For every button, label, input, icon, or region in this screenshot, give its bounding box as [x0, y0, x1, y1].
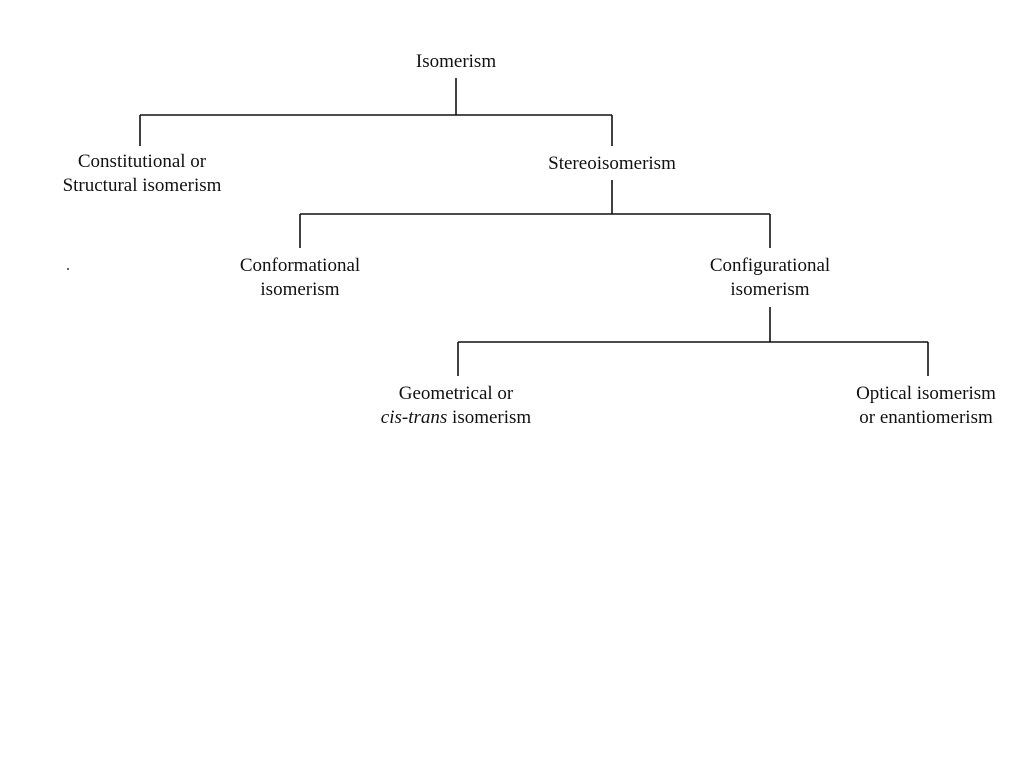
- node-optical-isomerism: Optical isomerism or enantiomerism: [856, 382, 996, 430]
- node-stereoisomerism-label: Stereoisomerism: [548, 153, 676, 174]
- node-isomerism: Isomerism: [416, 50, 496, 74]
- node-conformational-line1: Conformational: [239, 255, 361, 276]
- node-constitutional-line1: Constitutional or: [77, 151, 207, 172]
- node-conformational-isomerism: Conformational isomerism: [240, 254, 360, 302]
- node-geometrical-isomerism: Geometrical or cis-trans isomerism: [381, 382, 531, 430]
- node-isomerism-label: Isomerism: [415, 51, 497, 72]
- node-configurational-line1: Configurational: [709, 255, 831, 276]
- node-conformational-line2: isomerism: [260, 279, 340, 300]
- node-constitutional-line2: Structural isomerism: [62, 175, 222, 196]
- node-geometrical-line2: cis-trans isomerism: [381, 406, 531, 430]
- node-geometrical-line1: Geometrical or: [398, 383, 514, 404]
- node-constitutional-isomerism: Constitutional or Structural isomerism: [63, 150, 222, 198]
- node-geometrical-italic-term: cis-trans: [380, 407, 448, 428]
- scan-speck: [67, 268, 69, 270]
- node-optical-line1: Optical isomerism: [856, 383, 996, 404]
- node-stereoisomerism: Stereoisomerism: [548, 152, 676, 176]
- node-optical-line2: or enantiomerism: [859, 407, 993, 428]
- node-geometrical-line2-rest: isomerism: [447, 407, 532, 428]
- node-configurational-line2: isomerism: [730, 279, 810, 300]
- node-configurational-isomerism: Configurational isomerism: [710, 254, 830, 302]
